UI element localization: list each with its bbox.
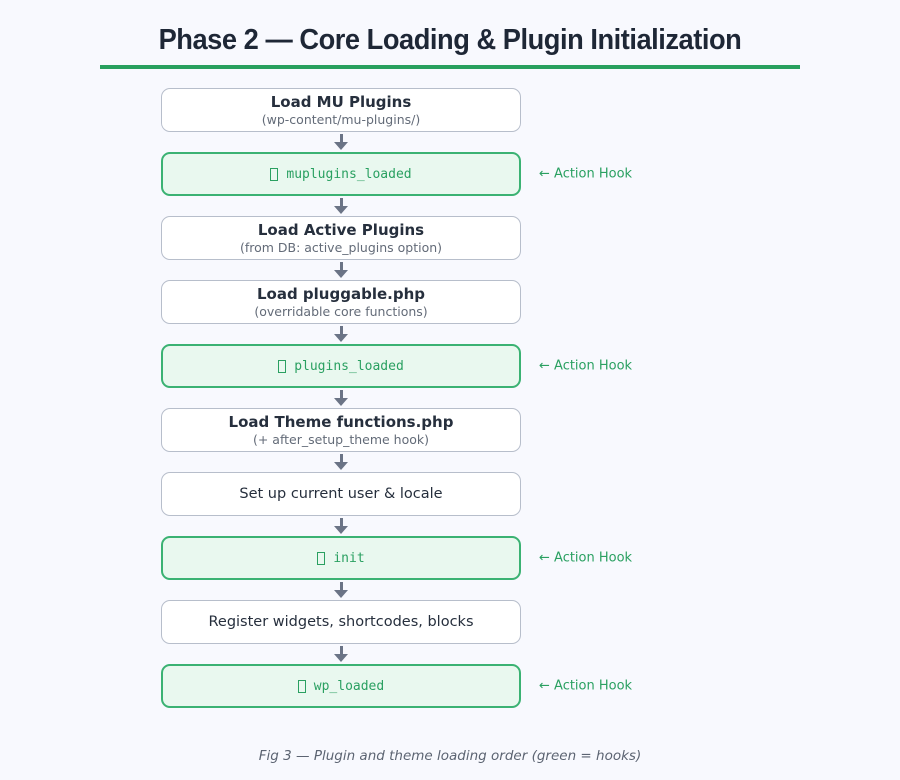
step-subtitle: (from DB: active_plugins option) (239, 239, 443, 255)
hook-icon (317, 551, 326, 565)
step-box: Register widgets, shortcodes, blocks (161, 600, 521, 644)
down-arrow-icon (161, 324, 521, 344)
action-hook-annotation: ← Action Hook (539, 166, 633, 182)
down-arrow-icon (161, 452, 521, 472)
hook-icon (270, 167, 279, 181)
action-hook-annotation: ← Action Hook (539, 358, 633, 374)
step-title: Load Active Plugins (257, 220, 425, 239)
hook-label: muplugins_loaded (270, 167, 412, 182)
down-arrow-icon (161, 196, 521, 216)
down-arrow-icon (161, 132, 521, 152)
step-title: Register widgets, shortcodes, blocks (208, 613, 474, 630)
step-box: Load Active Plugins(from DB: active_plug… (161, 216, 521, 260)
action-hook-box: init ← Action Hook (161, 536, 632, 580)
step-box: Set up current user & locale (161, 472, 521, 516)
step-box: Load Theme functions.php(+ after_setup_t… (161, 408, 521, 452)
figure-caption: Fig 3 — Plugin and theme loading order (… (258, 748, 642, 764)
step-subtitle: (+ after_setup_theme hook) (252, 431, 430, 447)
step-box: Load pluggable.php(overridable core func… (161, 280, 521, 324)
down-arrow-icon (161, 644, 521, 664)
step-title: Load pluggable.php (256, 284, 425, 303)
step-box: Load MU Plugins(wp-content/mu-plugins/) (161, 88, 521, 132)
step-title: Load MU Plugins (270, 92, 412, 111)
down-arrow-icon (161, 260, 521, 280)
down-arrow-icon (161, 580, 521, 600)
down-arrow-icon (161, 388, 521, 408)
header: Phase 2 — Core Loading & Plugin Initiali… (100, 0, 800, 69)
action-hook-box: muplugins_loaded ← Action Hook (161, 152, 632, 196)
action-hook-annotation: ← Action Hook (539, 550, 633, 566)
hook-label: init (317, 551, 365, 566)
step-title: Load Theme functions.php (228, 412, 454, 431)
action-hook-box: wp_loaded ← Action Hook (161, 664, 632, 708)
hook-label: plugins_loaded (278, 359, 404, 374)
step-subtitle: (wp-content/mu-plugins/) (261, 111, 421, 127)
action-hook-box: plugins_loaded ← Action Hook (161, 344, 632, 388)
page-title: Phase 2 — Core Loading & Plugin Initiali… (158, 24, 742, 56)
hook-icon (297, 679, 306, 693)
action-hook-annotation: ← Action Hook (539, 678, 633, 694)
flowchart: Load MU Plugins(wp-content/mu-plugins/) m… (161, 88, 632, 708)
hook-label: wp_loaded (297, 679, 384, 694)
hook-icon (278, 359, 287, 373)
step-subtitle: (overridable core functions) (254, 303, 428, 319)
down-arrow-icon (161, 516, 521, 536)
step-title: Set up current user & locale (239, 485, 443, 502)
